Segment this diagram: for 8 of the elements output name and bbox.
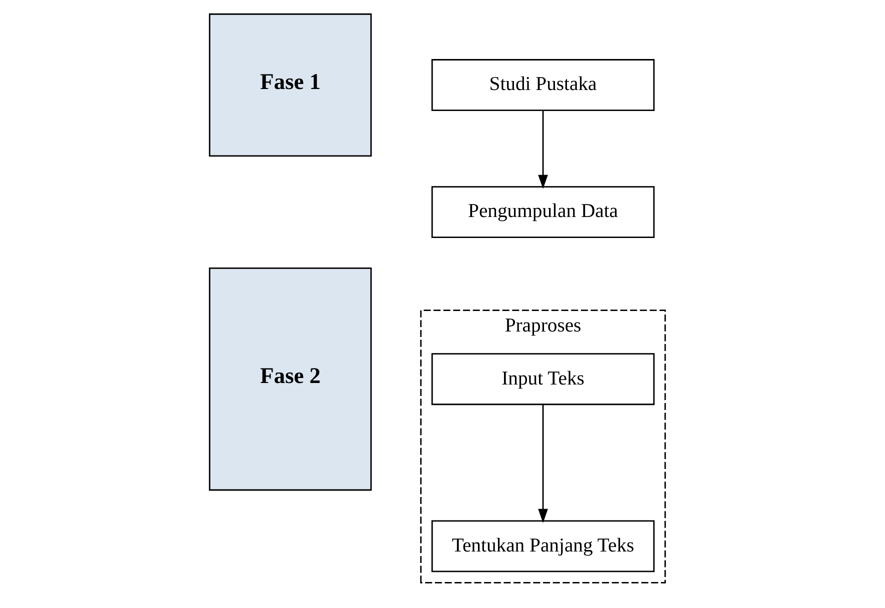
node-box: Tentukan Panjang Teks bbox=[430, 520, 654, 572]
node-box: Fase 2 bbox=[208, 268, 372, 491]
node-box: Pengumpulan Data bbox=[430, 186, 654, 238]
node-box: Fase 1 bbox=[208, 13, 372, 157]
node-box: Input Teks bbox=[430, 353, 654, 406]
arrow bbox=[538, 404, 548, 523]
node-box: Studi Pustaka bbox=[430, 59, 654, 111]
arrow bbox=[538, 110, 548, 189]
